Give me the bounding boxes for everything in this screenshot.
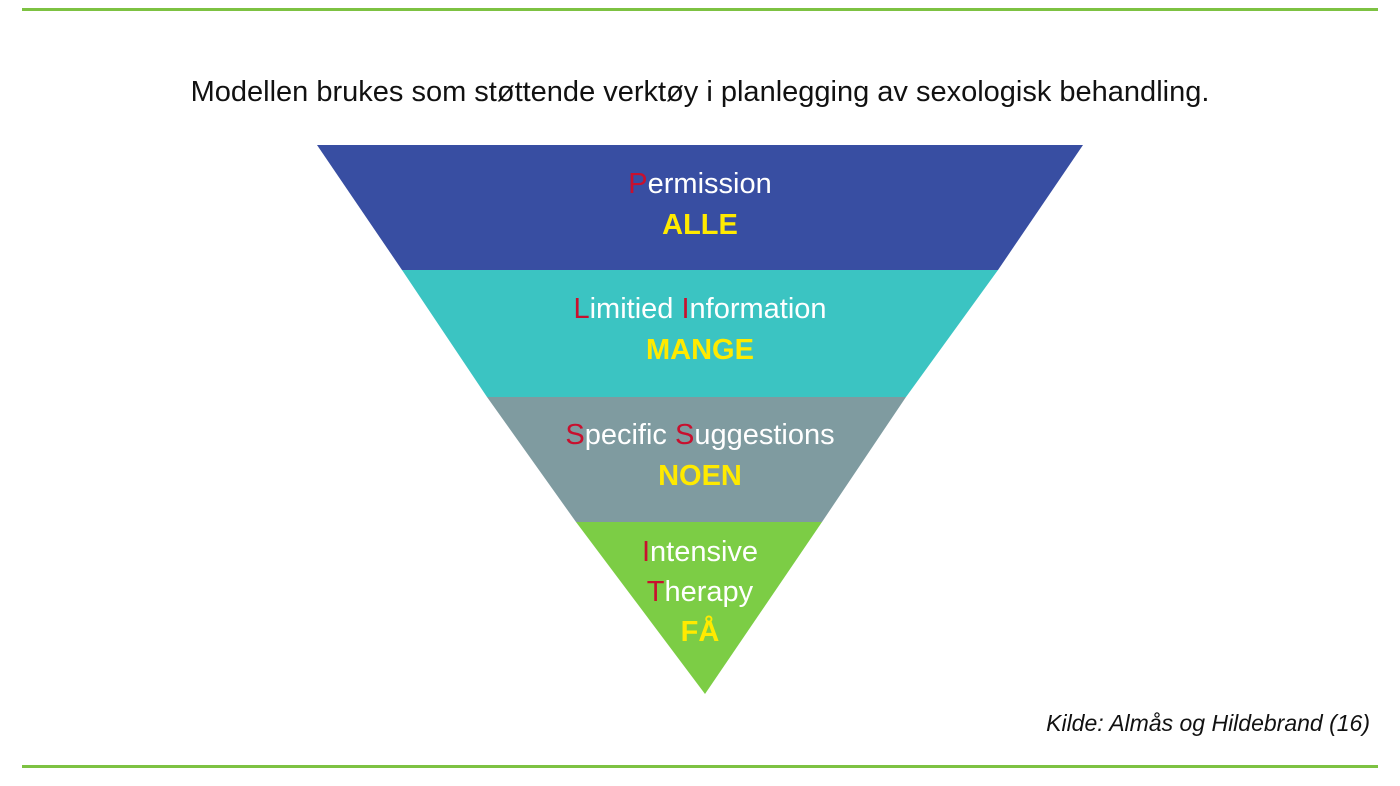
initial-letter: I: [641, 536, 651, 568]
title-rest: herapy: [664, 576, 754, 608]
pyramid-level-specific-suggestions: [487, 397, 906, 522]
bottom-rule: [22, 765, 1378, 768]
initial-letter: T: [646, 576, 665, 608]
initial-letter: I: [681, 293, 690, 325]
initial-letter: L: [573, 293, 590, 325]
title-rest: uggestions: [694, 419, 835, 451]
level-quantity: FÅ: [680, 616, 720, 648]
level-quantity: ALLE: [662, 209, 738, 241]
source-citation: Kilde: Almås og Hildebrand (16): [1046, 710, 1370, 736]
title-rest: imitied: [589, 293, 682, 325]
slide-heading: Modellen brukes som støttende verktøy i …: [190, 76, 1210, 108]
title-rest: ntensive: [650, 536, 759, 568]
title-rest: pecific: [584, 419, 675, 451]
title-rest: nformation: [689, 293, 827, 325]
level-quantity: NOEN: [658, 460, 742, 492]
level-specific-suggestions-label: Specific Suggestions NOEN: [450, 415, 950, 497]
pyramid-level-intensive-therapy: [576, 522, 822, 694]
level-title-line2: Therapy: [450, 572, 950, 612]
level-title: Intensive: [450, 532, 950, 572]
level-permission-label: Permission ALLE: [450, 164, 950, 246]
level-title: Specific Suggestions: [450, 415, 950, 456]
level-title: Permission: [450, 164, 950, 205]
title-rest: ermission: [647, 168, 772, 200]
pyramid-level-limited-information: [402, 270, 998, 397]
level-title: Limitied Information: [450, 289, 950, 330]
initial-letter: S: [565, 419, 585, 451]
level-limited-information-label: Limitied Information MANGE: [450, 289, 950, 371]
level-intensive-therapy-label: Intensive Therapy FÅ: [450, 532, 950, 652]
initial-letter: P: [628, 168, 648, 200]
top-rule: [22, 8, 1378, 11]
initial-letter: S: [674, 419, 695, 451]
pyramid-level-permission: [317, 145, 1083, 270]
level-quantity: MANGE: [646, 334, 754, 366]
